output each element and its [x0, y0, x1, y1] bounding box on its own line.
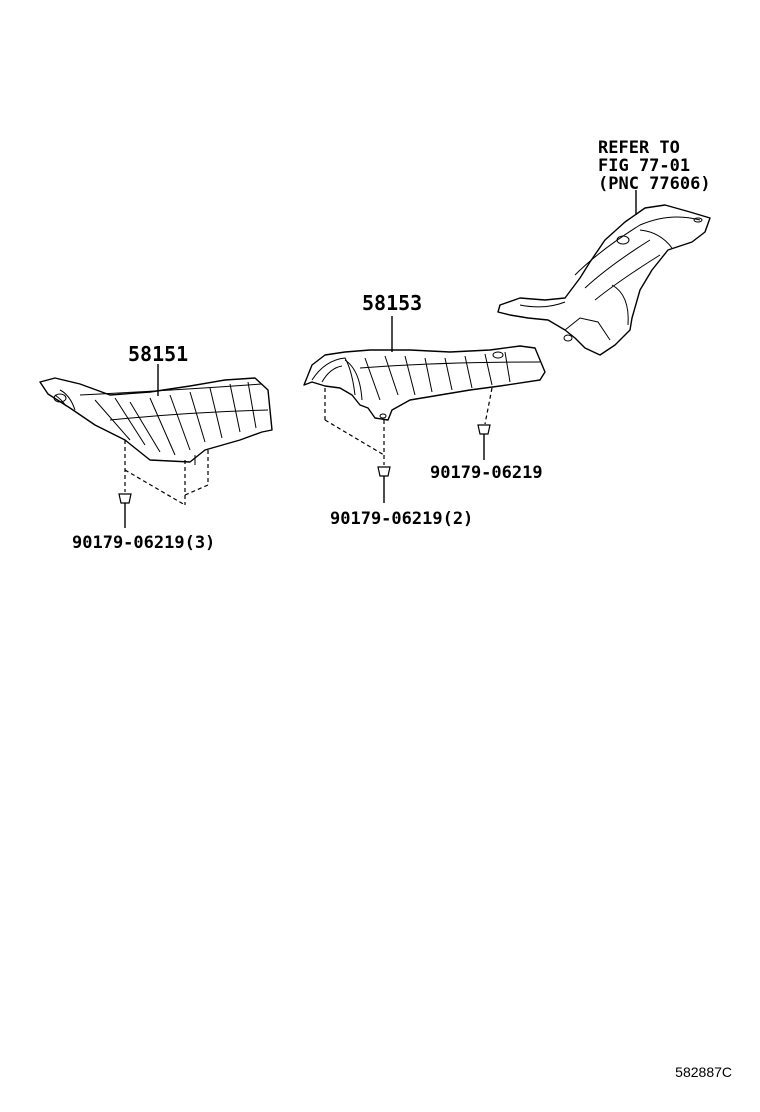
clip-right-icon[interactable]: [477, 424, 491, 435]
reference-part-77606[interactable]: [497, 204, 711, 356]
label-58153: 58153: [362, 291, 422, 315]
heat-insulator-58151[interactable]: [39, 377, 273, 465]
refer-line-1: REFER TO: [598, 138, 680, 158]
dash-left-2: [124, 469, 186, 506]
heat-insulator-58153[interactable]: [303, 345, 546, 421]
label-clip-right: 90179-06219: [430, 463, 543, 483]
refer-line-2: FIG 77-01: [598, 156, 690, 176]
label-clip-mid: 90179-06219(2): [330, 509, 473, 529]
label-clip-left: 90179-06219(3): [72, 533, 215, 553]
label-58151: 58151: [128, 342, 188, 366]
dash-left-4: [184, 484, 209, 496]
clip-mid-icon[interactable]: [377, 466, 391, 477]
dash-mid-4: [484, 387, 493, 425]
figure-id: 582887C: [675, 1064, 732, 1080]
clip-left-icon[interactable]: [118, 493, 132, 504]
refer-line-3: (PNC 77606): [598, 174, 711, 194]
dash-mid-2: [324, 419, 385, 456]
